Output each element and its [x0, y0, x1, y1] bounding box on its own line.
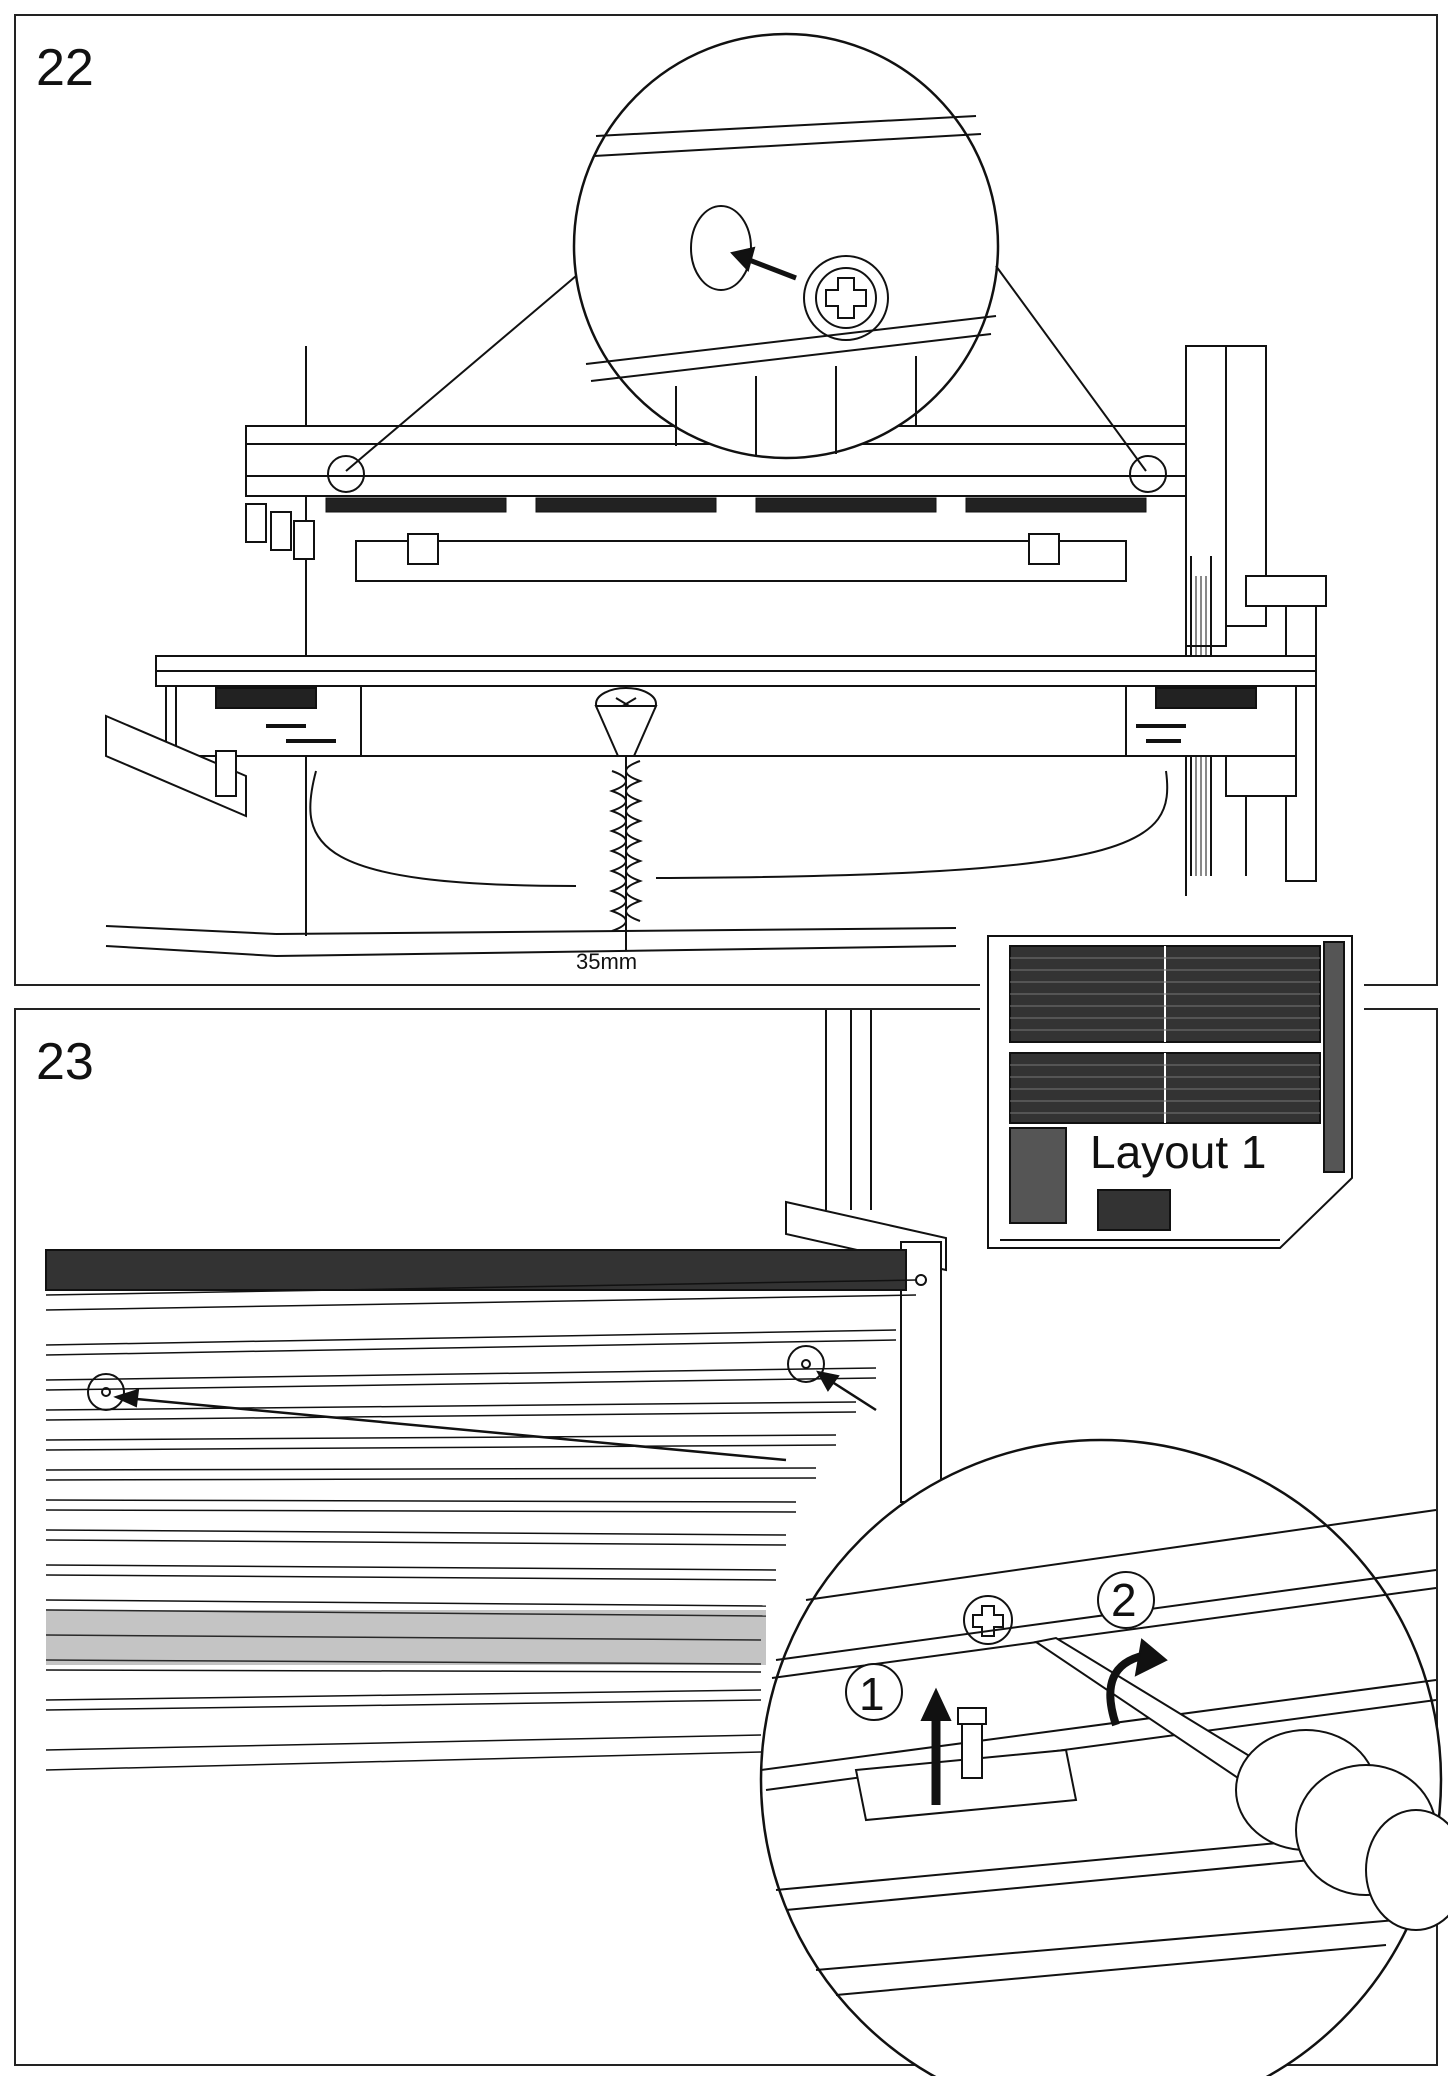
- layout-diagram: Layout 1: [987, 935, 1353, 1249]
- screw-length-label: 35mm: [576, 949, 637, 974]
- step-22-panel: 22: [14, 14, 1438, 986]
- substep-2-label: 2: [1111, 1574, 1137, 1626]
- step-number-23: 23: [36, 1033, 94, 1091]
- step-23-panel: 23: [14, 1008, 1448, 2076]
- layout-label: Layout 1: [1090, 1126, 1266, 1178]
- layout-inset: Layout 1: [980, 928, 1364, 1300]
- step-number-22: 22: [36, 39, 94, 97]
- step-23-illustration: 1 2: [45, 1010, 1448, 2076]
- substep-1-label: 1: [859, 1668, 885, 1720]
- step-22-illustration: 35mm: [105, 32, 1327, 974]
